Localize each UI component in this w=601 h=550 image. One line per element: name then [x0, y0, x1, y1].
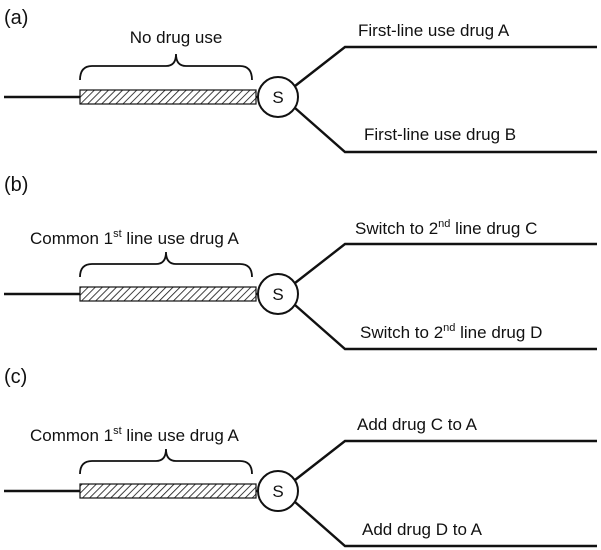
- panel-a-label: (a): [4, 7, 28, 29]
- panel-b: (b) Common 1st line use drug A S Switch …: [4, 174, 597, 351]
- panel-b-label: (b): [4, 174, 28, 196]
- panel-b-period-label: Common 1st line use drug A: [30, 228, 240, 248]
- panel-c-branch-lower-label: Add drug D to A: [362, 520, 483, 539]
- panel-c-node-label: S: [272, 482, 283, 501]
- panel-c-branch-upper-line: [294, 439, 597, 481]
- panel-b-switch-node: [257, 273, 299, 315]
- panel-c-brace: [79, 448, 253, 475]
- panel-a-branch-lower-label: First-line use drug B: [364, 125, 516, 144]
- panel-b-branch-lower-line: [294, 304, 597, 351]
- panel-c-label: (c): [4, 366, 27, 388]
- panel-c-hatched-period: [79, 483, 257, 499]
- panel-b-branch-upper-label: Switch to 2nd line drug C: [355, 218, 537, 238]
- panel-c-switch-node: [257, 470, 299, 512]
- panel-a-branch-upper-label: First-line use drug A: [358, 21, 510, 40]
- panel-a-brace: [79, 53, 253, 81]
- panel-c: (c) Common 1st line use drug A S Add dru…: [4, 366, 597, 548]
- panel-a-period-label: No drug use: [130, 28, 223, 47]
- panel-b-node-label: S: [272, 285, 283, 304]
- panel-a-branch-lower-line: [294, 107, 597, 154]
- panel-c-period-label: Common 1st line use drug A: [30, 425, 240, 445]
- panel-a-hatched-period: [79, 89, 257, 105]
- panel-b-hatched-period: [79, 286, 257, 302]
- panel-b-brace: [79, 251, 253, 278]
- panel-a-branch-upper-line: [294, 45, 597, 87]
- panel-c-branch-lower-line: [294, 501, 597, 548]
- panel-a: (a) No drug use S First-line use drug A …: [4, 7, 597, 154]
- panel-b-branch-upper-line: [294, 242, 597, 284]
- panel-b-branch-lower-label: Switch to 2nd line drug D: [360, 322, 542, 342]
- panel-c-branch-upper-label: Add drug C to A: [357, 415, 478, 434]
- panel-a-node-label: S: [272, 88, 283, 107]
- panel-a-switch-node: [257, 76, 299, 118]
